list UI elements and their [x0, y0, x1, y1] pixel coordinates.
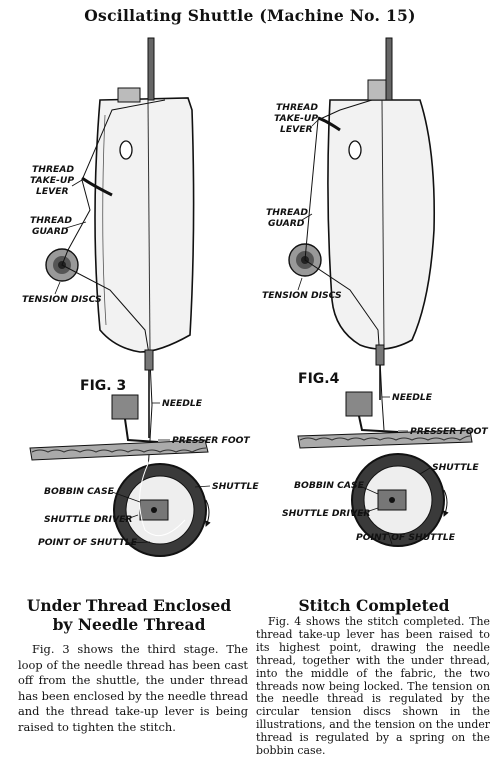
- label-presser-foot: PRESSER FOOT: [410, 426, 488, 437]
- label-shuttle-driver: SHUTTLE DRIVER: [44, 514, 132, 525]
- label-presser-foot: PRESSER FOOT: [172, 435, 250, 446]
- label-tension-discs: TENSION DISCS: [22, 294, 102, 305]
- label-point-of-shuttle: POINT OF SHUTTLE: [356, 532, 456, 543]
- figure-4: THREAD TAKE-UP LEVER THREAD GUARD TENSIO…: [262, 37, 488, 547]
- figure-4-caption: FIG.4: [298, 371, 340, 387]
- label-thread-take-up-lever: THREAD: [276, 102, 318, 113]
- needle-thread: [304, 99, 385, 431]
- needle-thread: [61, 99, 166, 471]
- keyhole: [348, 140, 362, 160]
- label-thread-take-up-lever: TAKE-UP: [274, 113, 318, 124]
- label-shuttle-driver: SHUTTLE DRIVER: [282, 508, 370, 519]
- label-thread-take-up-lever: THREAD: [32, 164, 74, 175]
- label-bobbin-case: BOBBIN CASE: [44, 486, 115, 497]
- figure-4-labels: THREAD TAKE-UP LEVER THREAD GUARD TENSIO…: [262, 102, 488, 545]
- presser-foot-block: [345, 391, 373, 417]
- heading-line: Under Thread Enclosed: [26, 596, 232, 615]
- label-needle: NEEDLE: [162, 398, 203, 409]
- figure-3-labels: THREAD TAKE-UP LEVER THREAD GUARD TENSIO…: [22, 164, 259, 548]
- machine-head-housing: [94, 97, 195, 353]
- label-thread-guard: THREAD: [266, 207, 308, 218]
- figure-3-caption: FIG. 3: [80, 378, 126, 394]
- figure-3: THREAD TAKE-UP LEVER THREAD GUARD TENSIO…: [22, 37, 259, 557]
- take-up-lever: [81, 176, 113, 197]
- label-bobbin-case: BOBBIN CASE: [294, 480, 365, 491]
- label-tension-discs: TENSION DISCS: [262, 290, 342, 301]
- shuttle-diagrams: THREAD TAKE-UP LEVER THREAD GUARD TENSIO…: [22, 37, 488, 557]
- top-cap: [117, 87, 141, 103]
- label-shuttle: SHUTTLE: [212, 481, 259, 492]
- label-thread-take-up-lever: LEVER: [36, 186, 69, 197]
- presser-foot-block: [111, 394, 139, 420]
- section-heading-under-thread: Under Thread Enclosed by Needle Thread: [18, 596, 240, 634]
- label-thread-guard: GUARD: [268, 218, 305, 229]
- section-heading-stitch-completed: Stitch Completed: [260, 596, 488, 615]
- heading-line: Stitch Completed: [298, 596, 450, 615]
- label-point-of-shuttle: POINT OF SHUTTLE: [38, 537, 138, 548]
- take-up-lever: [317, 116, 341, 132]
- page-title: Oscillating Shuttle (Machine No. 15): [84, 6, 416, 25]
- section-body-under-thread: Fig. 3 shows the third stage. The loop o…: [18, 642, 248, 734]
- section-body-stitch-completed: Fig. 4 shows the stitch completed. The t…: [256, 615, 490, 758]
- tension-discs: [45, 248, 79, 282]
- label-needle: NEEDLE: [392, 392, 433, 403]
- machine-head-housing: [327, 99, 436, 350]
- keyhole: [119, 140, 133, 160]
- label-thread-take-up-lever: TAKE-UP: [30, 175, 74, 186]
- heading-line: by Needle Thread: [52, 615, 206, 634]
- label-shuttle: SHUTTLE: [432, 462, 479, 473]
- label-thread-guard: THREAD: [30, 215, 72, 226]
- label-thread-take-up-lever: LEVER: [280, 124, 313, 135]
- label-thread-guard: GUARD: [32, 226, 69, 237]
- shuttle-race: [351, 453, 445, 547]
- fabric: [297, 429, 473, 449]
